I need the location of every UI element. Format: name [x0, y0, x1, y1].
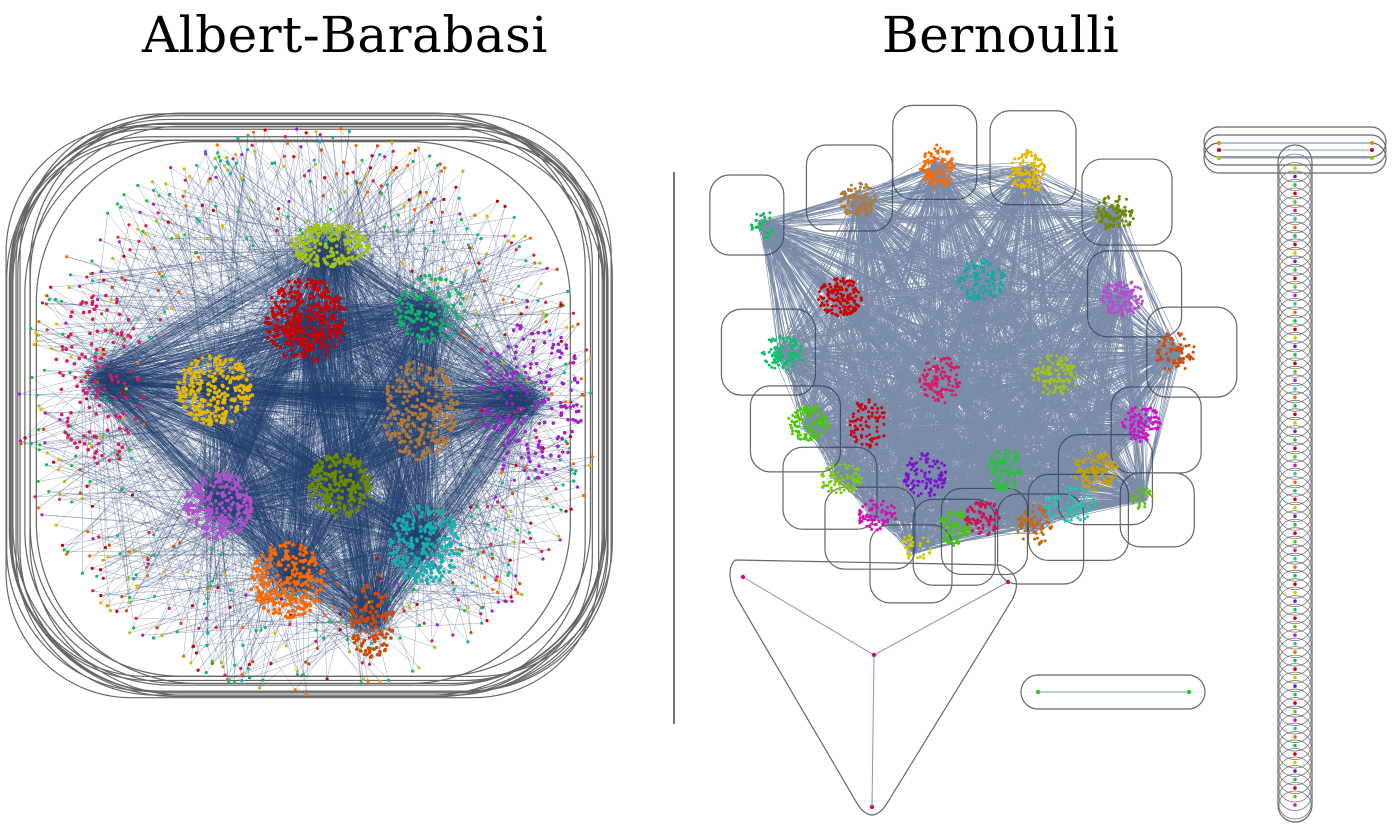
cluster-hull	[1020, 674, 1206, 710]
cluster-hull	[35, 141, 571, 685]
panel-title-albert-barabasi: Albert-Barabasi	[142, 6, 548, 64]
cluster-hull	[19, 113, 612, 692]
albert-barabasi-graph	[5, 112, 613, 699]
cluster-hull	[11, 139, 613, 678]
cluster-hull	[1203, 126, 1387, 158]
cluster-hull	[1277, 144, 1313, 823]
cluster-hull	[1081, 158, 1173, 246]
panel-title-bernoulli: Bernoulli	[882, 6, 1120, 64]
ab-edges	[19, 128, 593, 694]
cluster-hull	[1146, 306, 1238, 398]
cluster-hull	[1119, 472, 1195, 548]
cluster-hull	[8, 115, 605, 698]
be-small-components	[729, 126, 1387, 823]
cluster-hull	[9, 128, 606, 682]
ab-cluster-hulls	[5, 112, 613, 699]
star-hull	[729, 559, 1018, 816]
be-nodes	[750, 143, 1196, 560]
cluster-hull	[12, 122, 608, 686]
ab-nodes	[17, 127, 595, 696]
cluster-hull	[29, 112, 586, 696]
bernoulli-graph	[709, 104, 1387, 823]
cluster-hull	[1203, 134, 1387, 166]
cluster-hull	[5, 126, 600, 699]
